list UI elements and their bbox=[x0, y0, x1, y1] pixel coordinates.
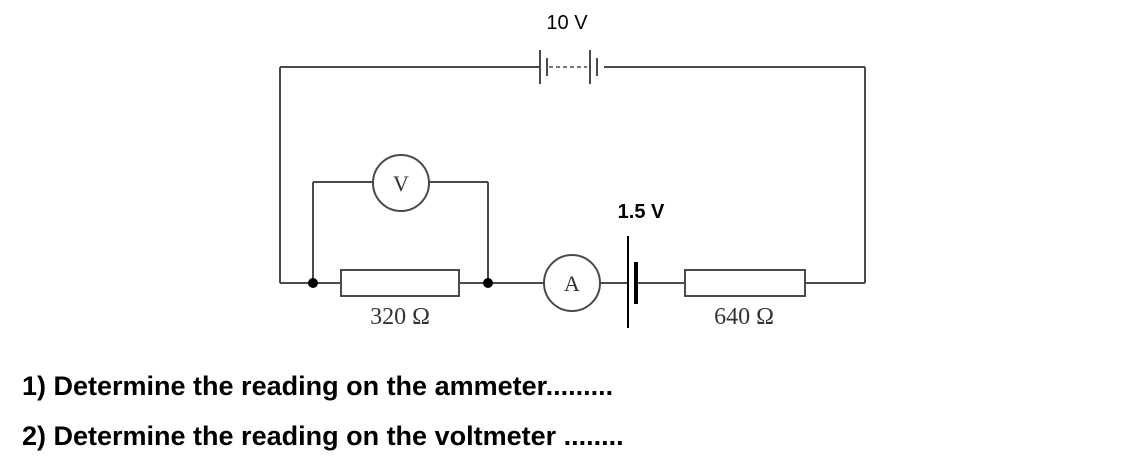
ammeter: A bbox=[543, 254, 601, 312]
resistor-640 bbox=[684, 269, 806, 297]
question-ammeter: 1) Determine the reading on the ammeter.… bbox=[22, 371, 614, 401]
resistor-320-label: 320 Ω bbox=[370, 304, 430, 330]
ammeter-symbol: A bbox=[564, 271, 580, 296]
cell-1-5v bbox=[627, 236, 638, 328]
junction-node-left bbox=[308, 278, 318, 288]
battery-voltage-label: 10 V bbox=[546, 12, 588, 34]
resistor-640-label: 640 Ω bbox=[714, 304, 774, 330]
junction-node-right bbox=[483, 278, 493, 288]
battery-10v bbox=[539, 50, 598, 84]
voltmeter: V bbox=[372, 154, 430, 212]
cell-voltage-label: 1.5 V bbox=[618, 201, 665, 223]
voltmeter-symbol: V bbox=[393, 171, 409, 196]
resistor-320 bbox=[340, 269, 460, 297]
voltmeter-branch-wire bbox=[312, 181, 489, 283]
question-voltmeter: 2) Determine the reading on the voltmete… bbox=[22, 421, 624, 451]
